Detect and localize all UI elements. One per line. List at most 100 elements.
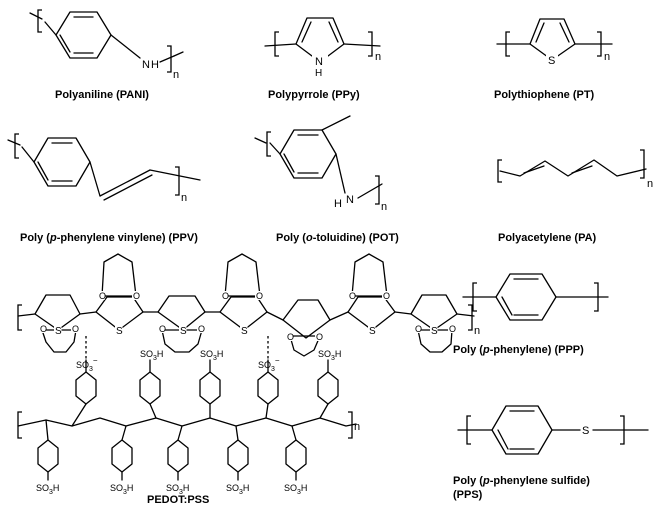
caption-ppv: Poly (p-phenylene vinylene) (PPV) xyxy=(20,232,198,244)
pss-so3-anion-1: SO3− xyxy=(76,356,98,373)
pedot-o-atom-11: O xyxy=(222,291,229,301)
pedot-o-atom-9-bg xyxy=(98,291,105,300)
pss-so3h-down-2: SO3H xyxy=(110,483,133,496)
pedot-o-atom-13-bg xyxy=(348,291,355,300)
caption-pps-line2: (PPS) xyxy=(453,489,483,501)
pedot-o-atom-10-bg xyxy=(132,291,139,300)
pedot-o-atom-12-bg xyxy=(255,291,262,300)
pedot-s-atom-6-bg xyxy=(430,325,438,335)
ppy-n-atom: N xyxy=(315,56,323,68)
pps-structure: S xyxy=(457,405,649,455)
pedot-chain: n xyxy=(17,253,480,357)
caption-pps: Poly (p-phenylene sulfide) xyxy=(453,475,590,487)
pedot-o-atom-9: O xyxy=(99,291,106,301)
caption-pani: Polyaniline (PANI) xyxy=(55,89,149,101)
pedot-s-atom-1-bg xyxy=(54,325,62,335)
pss-down-benzenes xyxy=(37,419,307,481)
caption-ppp: Poly (p-phenylene) (PPP) xyxy=(453,344,584,356)
caption-ppv-part2: p xyxy=(49,232,57,244)
pss-so3-anion-2: SO3− xyxy=(258,356,280,373)
pani-n-atom: N xyxy=(142,59,150,71)
pedot-s-atom-4-bg xyxy=(240,325,248,335)
pedot-o-atom-10: O xyxy=(133,291,140,301)
caption-ppv-part3: -phenylene vinylene) (PPV) xyxy=(56,232,198,244)
caption-pot-part3: -toluidine) (POT) xyxy=(312,232,399,244)
pot-structure: N H n xyxy=(254,115,387,213)
pedot-s-atom-5: S xyxy=(369,326,376,337)
pedot-o-atom-7: O xyxy=(415,324,422,334)
pedot-o-atom-12: O xyxy=(256,291,263,301)
pedot-o-atom-1-bg xyxy=(39,324,46,333)
pedot-o-atom-6: O xyxy=(316,332,323,342)
pss-so3h-up-1: SO3H xyxy=(140,349,163,362)
pedot-o-atom-14-bg xyxy=(382,291,389,300)
caption-ppv-part1: Poly ( xyxy=(20,232,50,244)
pedot-o-atom-2-bg xyxy=(71,324,78,333)
pedot-o-atom-11-bg xyxy=(221,291,228,300)
pedot-o-atom-3-bg xyxy=(158,324,165,333)
pss-so3h-up-2: SO3H xyxy=(200,349,223,362)
pedot-o-atom-2: O xyxy=(72,324,79,334)
caption-pps-part3: -phenylene sulfide) xyxy=(489,475,590,487)
pani-h-atom: H xyxy=(151,59,159,71)
pedot-s-atom-3-bg xyxy=(179,325,187,335)
pedot-o-atom-4: O xyxy=(198,324,205,334)
pss-so3h-down-3: SO3H xyxy=(166,483,189,496)
pss-up-benzenes xyxy=(71,359,339,427)
pani-subscript: n xyxy=(173,69,179,81)
pedot-s-atom-5-bg xyxy=(368,325,376,335)
caption-ppp-part1: Poly ( xyxy=(453,344,483,356)
ppy-h-atom: H xyxy=(315,68,322,79)
pt-structure: S n xyxy=(496,18,613,67)
caption-pt: Polythiophene (PT) xyxy=(494,89,595,101)
pedot-s-atom-3: S xyxy=(180,326,187,337)
ppy-subscript: n xyxy=(375,51,381,63)
pss-subscript: n xyxy=(354,421,360,433)
pa-structure: n xyxy=(497,149,653,190)
pedot-o-atom-7-bg xyxy=(414,324,421,333)
pot-h-atom: H xyxy=(334,198,342,210)
pedot-o-atom-3: O xyxy=(159,324,166,334)
pedot-o-atom-14: O xyxy=(383,291,390,301)
pot-subscript: n xyxy=(381,201,387,213)
pedot-s-atom-2-bg xyxy=(115,325,123,335)
pss-so3h-up-3: SO3H xyxy=(318,349,341,362)
pedot-subscript: n xyxy=(474,325,480,337)
caption-pot-part1: Poly ( xyxy=(276,232,306,244)
pani-structure: N H n xyxy=(29,9,184,81)
pt-s-atom: S xyxy=(548,55,555,67)
caption-pot: Poly (o-toluidine) (POT) xyxy=(276,232,399,244)
pedot-s-atom-2: S xyxy=(116,326,123,337)
caption-pps-part2: p xyxy=(482,475,490,487)
pedot-o-atom-13: O xyxy=(349,291,356,301)
pps-s-atom: S xyxy=(582,425,589,437)
pedot-o-atom-8-bg xyxy=(448,324,455,333)
pss-so3h-down-1: SO3H xyxy=(36,483,59,496)
ppp-structure xyxy=(462,273,609,321)
pss-backbone: n xyxy=(17,336,360,481)
pedot-s-atom-6: S xyxy=(431,326,438,337)
caption-pa: Polyacetylene (PA) xyxy=(498,232,597,244)
ppv-subscript: n xyxy=(181,192,187,204)
pedot-s-atom-4: S xyxy=(241,326,248,337)
pedot-o-atom-6-bg xyxy=(315,332,322,341)
pedot-o-atom-5: O xyxy=(287,332,294,342)
pss-so3h-down-4: SO3H xyxy=(226,483,249,496)
pedot-o-atom-8: O xyxy=(449,324,456,334)
pt-subscript: n xyxy=(604,51,610,63)
caption-pedot-pss: PEDOT:PSS xyxy=(147,494,210,506)
pa-subscript: n xyxy=(647,178,653,190)
caption-pot-part2: o xyxy=(305,232,313,244)
pedot-o-atom-4-bg xyxy=(197,324,204,333)
pot-n-atom: N xyxy=(346,194,354,206)
ppv-structure: n xyxy=(7,133,201,204)
ppy-structure: N H n xyxy=(264,17,381,79)
caption-ppp-part3: -phenylene) (PPP) xyxy=(489,344,584,356)
pss-so3h-down-5: SO3H xyxy=(284,483,307,496)
pedot-o-atom-5-bg xyxy=(286,332,293,341)
pedot-o-atom-1: O xyxy=(40,324,47,334)
pedot-s-atom-1: S xyxy=(55,326,62,337)
